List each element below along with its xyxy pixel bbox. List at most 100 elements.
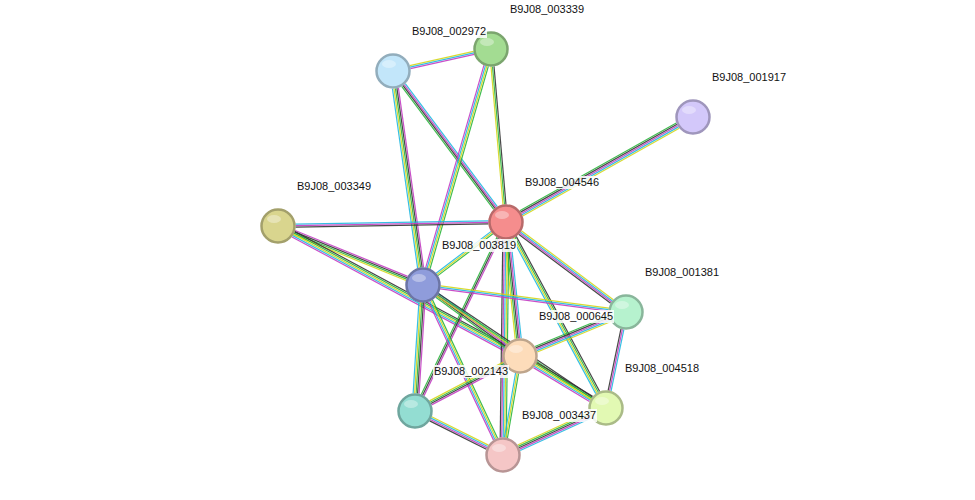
node-shine (480, 38, 494, 46)
evidence-line (430, 421, 487, 449)
node-circle (485, 437, 521, 473)
node-label: B9J08_003437 (521, 409, 597, 422)
protein-node: B9J08_002143 (397, 393, 433, 429)
evidence-line (508, 239, 518, 338)
evidence-line (520, 418, 591, 450)
evidence-line (504, 373, 515, 438)
interaction-edge (413, 302, 425, 393)
node-shine (492, 444, 506, 452)
evidence-line (432, 417, 489, 445)
protein-node: B9J08_002972 (375, 53, 411, 89)
evidence-line (535, 365, 591, 399)
evidence-line (610, 329, 623, 391)
node-circle (375, 53, 411, 89)
interaction-edge (410, 51, 475, 68)
node-circle (407, 269, 440, 302)
interaction-edge (608, 329, 624, 391)
evidence-line (507, 374, 518, 439)
evidence-line (537, 362, 593, 396)
node-label: B9J08_004546 (524, 176, 600, 189)
interaction-edge (533, 362, 592, 401)
evidence-line (521, 126, 677, 214)
evidence-line (521, 231, 613, 300)
node-shine (509, 345, 523, 353)
node-circle (397, 393, 433, 429)
node-label: B9J08_002143 (433, 365, 509, 378)
evidence-line (506, 373, 517, 438)
evidence-line (394, 89, 419, 268)
node-label: B9J08_001917 (711, 71, 787, 84)
protein-node: B9J08_003819 (405, 267, 441, 303)
evidence-line (520, 123, 676, 211)
evidence-line (611, 329, 624, 391)
evidence-line (294, 232, 407, 278)
node-shine (682, 106, 696, 114)
evidence-line (522, 127, 678, 215)
evidence-line (509, 239, 519, 338)
node-circle (610, 296, 643, 329)
evidence-line (493, 66, 505, 204)
interaction-edge (392, 88, 423, 268)
evidence-line (296, 224, 489, 227)
interaction-edge (293, 231, 407, 281)
interaction-edge (491, 66, 506, 204)
evidence-line (398, 88, 423, 267)
evidence-line (511, 239, 521, 338)
evidence-line (413, 302, 419, 393)
evidence-line (491, 67, 503, 205)
node-label: B9J08_002972 (411, 25, 487, 38)
evidence-line (533, 368, 589, 402)
node-circle (490, 206, 523, 239)
evidence-line (608, 329, 621, 391)
node-label: B9J08_003819 (441, 239, 517, 252)
evidence-line (427, 66, 485, 268)
interaction-edge (440, 286, 609, 311)
evidence-line (441, 286, 609, 308)
evidence-line (537, 320, 611, 351)
interaction-edge (430, 417, 489, 449)
node-circle (399, 395, 432, 428)
node-circle (262, 210, 295, 243)
node-circle (405, 267, 441, 303)
evidence-line (410, 53, 474, 67)
evidence-line (494, 66, 506, 204)
node-label: B9J08_000645 (538, 310, 614, 323)
node-circle (675, 99, 711, 135)
node-circle (677, 101, 710, 134)
evidence-line (523, 128, 679, 216)
evidence-line (403, 85, 495, 208)
evidence-line (537, 321, 611, 352)
evidence-line (440, 287, 608, 309)
evidence-line (536, 319, 610, 350)
node-circle (260, 208, 296, 244)
evidence-line (397, 88, 422, 267)
interaction-edge (520, 123, 679, 216)
evidence-line (520, 232, 612, 301)
node-shine (412, 274, 426, 282)
node-circle (377, 55, 410, 88)
protein-node: B9J08_003349 (260, 208, 296, 244)
evidence-line (410, 51, 474, 65)
evidence-line (440, 289, 608, 311)
node-circle (488, 204, 524, 240)
node-shine (267, 215, 281, 223)
evidence-line (410, 54, 474, 68)
protein-node: B9J08_001917 (675, 99, 711, 135)
node-shine (404, 400, 418, 408)
node-label: B9J08_001381 (644, 266, 720, 279)
evidence-line (426, 65, 484, 267)
node-label: B9J08_003339 (509, 3, 585, 16)
node-label: B9J08_003349 (296, 180, 372, 193)
evidence-line (395, 88, 420, 267)
node-shine (495, 211, 509, 219)
node-shine (615, 301, 629, 309)
node-circle (487, 439, 520, 472)
evidence-line (392, 89, 417, 268)
protein-node: B9J08_003437 (485, 437, 521, 473)
evidence-line (536, 364, 592, 398)
node-shine (382, 60, 396, 68)
evidence-line (430, 419, 487, 447)
evidence-line (431, 418, 488, 446)
protein-node: B9J08_004546 (488, 204, 524, 240)
node-shine (595, 397, 609, 405)
